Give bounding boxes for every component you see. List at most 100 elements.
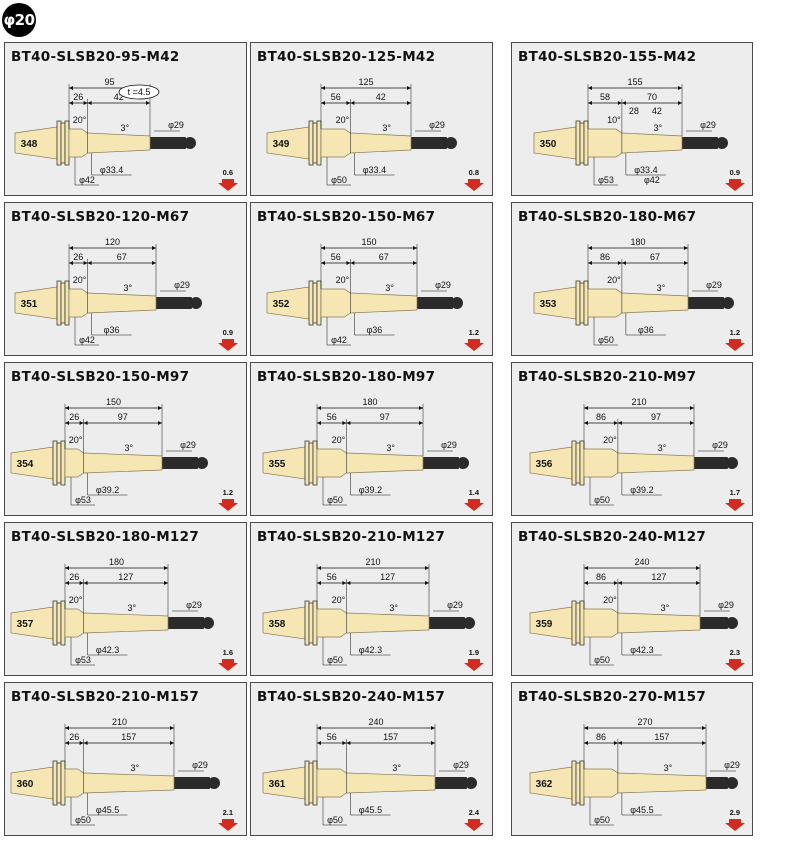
diameter-badge: φ20 xyxy=(2,3,36,37)
taper-label: 3° xyxy=(123,283,132,293)
nose-diameter: φ36 xyxy=(104,325,120,335)
nose-diameter: φ39.2 xyxy=(630,485,653,495)
a-length-dim: 86 xyxy=(600,252,610,262)
card-title: BT40-SLSB20-180-M127 xyxy=(11,529,200,545)
shank-diameter: φ29 xyxy=(186,600,202,610)
weight-label: 2.9 xyxy=(730,808,740,817)
card-title: BT40-SLSB20-210-M157 xyxy=(11,689,200,705)
angle-label: 20° xyxy=(73,275,87,285)
taper-label: 3° xyxy=(658,443,667,453)
shank-diameter: φ29 xyxy=(192,760,208,770)
body-diameter: φ42 xyxy=(331,335,347,345)
a-length-dim: 86 xyxy=(596,572,606,582)
card-title: BT40-SLSB20-240-M127 xyxy=(518,529,707,545)
body-diameter: φ50 xyxy=(327,815,343,825)
overall-length-dim: 180 xyxy=(630,237,645,247)
card-title: BT40-SLSB20-180-M67 xyxy=(518,209,697,225)
body-diameter: φ42 xyxy=(79,175,95,185)
overall-length-dim: 180 xyxy=(109,557,124,567)
tool-body xyxy=(266,280,463,326)
weight-down-arrow-icon xyxy=(464,819,484,831)
b-length-dim: 97 xyxy=(118,412,128,422)
weight-label: 1.9 xyxy=(469,648,479,657)
tool-body xyxy=(266,120,457,166)
angle-label: 20° xyxy=(73,115,87,125)
nose-diameter: φ36 xyxy=(638,325,654,335)
overall-length-dim: 270 xyxy=(637,717,652,727)
a-length-dim: 56 xyxy=(327,412,337,422)
card-title: BT40-SLSB20-180-M97 xyxy=(257,369,436,385)
card-title: BT40-SLSB20-210-M127 xyxy=(257,529,446,545)
c-length-dim: 28 xyxy=(629,106,639,116)
weight-label: 0.9 xyxy=(730,168,740,177)
taper-label: 3° xyxy=(385,283,394,293)
b-length-dim: 67 xyxy=(117,252,127,262)
shank-diameter: φ29 xyxy=(724,760,740,770)
weight-down-arrow-icon xyxy=(725,819,745,831)
weight-down-arrow-icon xyxy=(464,499,484,511)
a-length-dim: 26 xyxy=(73,252,83,262)
taper-label: 3° xyxy=(120,123,129,133)
b-length-dim: 127 xyxy=(651,572,666,582)
weight-label: 1.2 xyxy=(469,328,479,337)
b-length-dim: 157 xyxy=(654,732,669,742)
tool-number: 350 xyxy=(540,139,557,150)
weight-label: 0.9 xyxy=(223,328,233,337)
weight-down-arrow-icon xyxy=(218,339,238,351)
a-length-dim: 86 xyxy=(596,412,606,422)
overall-length-dim: 125 xyxy=(358,77,373,87)
overall-length-dim: 155 xyxy=(627,77,642,87)
shank-diameter: φ29 xyxy=(174,280,190,290)
tool-body xyxy=(262,600,475,646)
tool-body xyxy=(533,280,734,326)
a-length-dim: 58 xyxy=(600,92,610,102)
overall-length-dim: 210 xyxy=(112,717,127,727)
taper-label: 3° xyxy=(661,603,670,613)
nose-diameter: φ33.4 xyxy=(100,165,123,175)
taper-label: 3° xyxy=(386,443,395,453)
shank-diameter: φ29 xyxy=(447,600,463,610)
nose-diameter: φ33.4 xyxy=(634,165,657,175)
shank-diameter: φ29 xyxy=(453,760,469,770)
card-title: BT40-SLSB20-210-M97 xyxy=(518,369,697,385)
overall-length-dim: 150 xyxy=(106,397,121,407)
tool-number: 361 xyxy=(269,779,286,790)
b-length-dim: 67 xyxy=(379,252,389,262)
weight-label: 0.8 xyxy=(469,168,479,177)
overall-length-dim: 210 xyxy=(631,397,646,407)
overall-length-dim: 240 xyxy=(368,717,383,727)
b-length-dim: 42 xyxy=(114,92,124,102)
tool-number: 353 xyxy=(540,299,557,310)
a-length-dim: 86 xyxy=(596,732,606,742)
angle-label: 20° xyxy=(603,595,617,605)
angle-label: 20° xyxy=(336,275,350,285)
taper-label: 3° xyxy=(392,763,401,773)
angle-label: 20° xyxy=(332,595,346,605)
nose-diameter: φ36 xyxy=(366,325,382,335)
weight-down-arrow-icon xyxy=(464,179,484,191)
overall-length-dim: 150 xyxy=(361,237,376,247)
tool-number: 354 xyxy=(17,459,34,470)
angle-label: 10° xyxy=(607,115,621,125)
angle-label: 20° xyxy=(69,595,83,605)
body-diameter: φ50 xyxy=(331,175,347,185)
body-diameter: φ50 xyxy=(327,495,343,505)
